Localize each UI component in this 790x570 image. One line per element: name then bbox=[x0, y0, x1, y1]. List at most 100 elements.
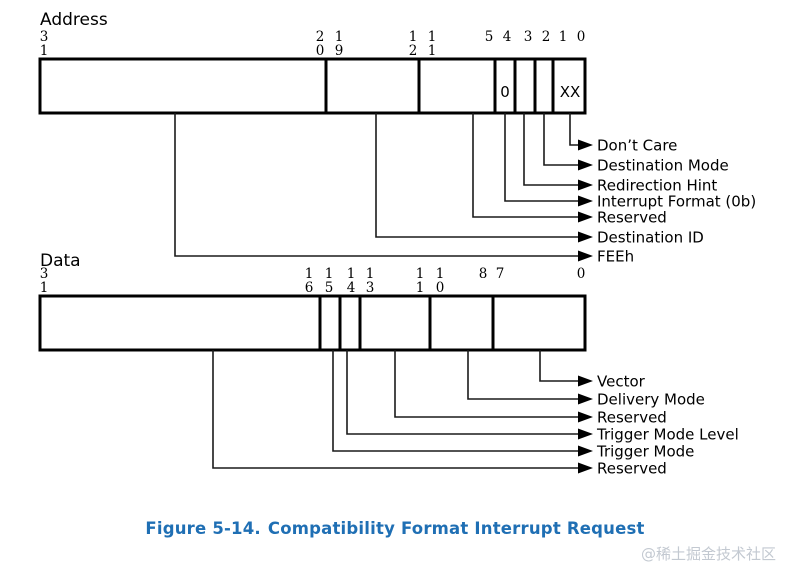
bit-digit: 3 bbox=[40, 29, 49, 45]
bit-digit: 1 bbox=[559, 29, 568, 45]
bit-number-bit-5: 5 bbox=[485, 29, 494, 45]
bit-digit: 1 bbox=[436, 266, 445, 282]
callout-destination-mode: Destination Mode bbox=[597, 157, 729, 175]
address-field-dividers bbox=[324, 59, 555, 113]
bit-digit: 4 bbox=[347, 280, 356, 296]
callout-destination-mode-arrow-icon bbox=[578, 159, 593, 171]
bit-digit: 4 bbox=[503, 29, 512, 45]
data-callout-arrows bbox=[578, 375, 593, 474]
callout-redirection-hint-leader bbox=[523, 113, 578, 186]
bit-number-bit-15: 15 bbox=[325, 266, 334, 296]
bit-number-bit-13: 13 bbox=[366, 266, 375, 296]
bit-number-bit-2: 2 bbox=[542, 29, 551, 45]
bit-number-bit-0: 0 bbox=[577, 266, 586, 282]
figure-caption: Figure 5-14.Compatibility Format Interru… bbox=[0, 519, 790, 538]
bit-digit: 3 bbox=[524, 29, 533, 45]
bit-number-bit-20: 20 bbox=[316, 29, 325, 59]
bit-digit: 3 bbox=[366, 280, 375, 296]
address-callout-arrows bbox=[578, 139, 593, 262]
bit-number-bit-31: 31 bbox=[40, 266, 49, 296]
bit-digit: 2 bbox=[316, 29, 325, 45]
bit-number-bit-1: 1 bbox=[559, 29, 568, 45]
bit-digit: 1 bbox=[366, 266, 375, 282]
callout-reserved-11-10: Reserved bbox=[597, 409, 667, 427]
address-section-title: Address bbox=[40, 10, 108, 30]
address-cell-values: 0 XX bbox=[500, 83, 580, 101]
bit-number-bit-0: 0 bbox=[577, 29, 586, 45]
callout-reserved-low: Reserved bbox=[597, 460, 667, 478]
callout-reserved-arrow-icon bbox=[578, 211, 593, 223]
bit-number-bit-12: 12 bbox=[409, 29, 418, 59]
bit-digit: 0 bbox=[316, 43, 325, 59]
data-field-dividers bbox=[318, 296, 495, 350]
callout-delivery-mode-arrow-icon bbox=[578, 393, 593, 405]
callout-vector-arrow-icon bbox=[578, 375, 593, 387]
callout-reserved-11-10-arrow-icon bbox=[578, 411, 593, 423]
callout-trigger-mode-arrow-icon bbox=[578, 445, 593, 457]
dont-care-cell: XX bbox=[560, 83, 581, 101]
bit-number-bit-10: 10 bbox=[436, 266, 445, 296]
callout-trigger-mode-level-leader bbox=[346, 350, 578, 435]
interrupt-format-cell: 0 bbox=[500, 83, 510, 101]
callout-dont-care-leader bbox=[569, 113, 578, 146]
callout-interrupt-format-leader bbox=[504, 113, 578, 202]
address-callout-leaders bbox=[174, 113, 578, 257]
callout-delivery-mode: Delivery Mode bbox=[597, 391, 705, 409]
callout-redirection-hint: Redirection Hint bbox=[597, 177, 717, 195]
callout-feeh-leader bbox=[174, 113, 578, 257]
bit-digit: 0 bbox=[577, 29, 586, 45]
bit-digit: 1 bbox=[347, 266, 356, 282]
callout-destination-id: Destination ID bbox=[597, 229, 704, 247]
callout-trigger-mode: Trigger Mode bbox=[596, 443, 694, 461]
bit-number-bit-8: 8 bbox=[479, 266, 488, 282]
bit-digit: 9 bbox=[335, 43, 344, 59]
callout-delivery-mode-leader bbox=[467, 350, 578, 400]
callout-dont-care-arrow-icon bbox=[578, 139, 593, 151]
bit-digit: 1 bbox=[416, 266, 425, 282]
bit-digit: 1 bbox=[428, 43, 437, 59]
data-callout-leaders bbox=[212, 350, 578, 469]
callout-destination-id-arrow-icon bbox=[578, 231, 593, 243]
callout-reserved-11-10-leader bbox=[394, 350, 578, 418]
callout-destination-mode-leader bbox=[543, 113, 578, 166]
bit-number-bit-11: 11 bbox=[416, 266, 425, 296]
callout-trigger-mode-leader bbox=[332, 350, 578, 452]
callout-feeh-arrow-icon bbox=[578, 250, 593, 262]
bit-digit: 0 bbox=[436, 280, 445, 296]
bit-digit: 1 bbox=[416, 280, 425, 296]
callout-interrupt-format: Interrupt Format (0b) bbox=[597, 193, 756, 211]
bit-digit: 7 bbox=[496, 266, 505, 282]
bit-number-bit-31: 31 bbox=[40, 29, 49, 59]
bit-digit: 3 bbox=[40, 266, 49, 282]
callout-trigger-mode-level: Trigger Mode Level bbox=[596, 426, 739, 444]
bit-digit: 2 bbox=[409, 43, 418, 59]
bit-number-bit-14: 14 bbox=[347, 266, 356, 296]
figure-caption-title: Compatibility Format Interrupt Request bbox=[267, 519, 645, 538]
callout-reserved-low-arrow-icon bbox=[578, 462, 593, 474]
callout-vector: Vector bbox=[597, 373, 646, 391]
bit-digit: 1 bbox=[409, 29, 418, 45]
bit-digit: 0 bbox=[577, 266, 586, 282]
bit-digit: 5 bbox=[485, 29, 494, 45]
callout-reserved: Reserved bbox=[597, 209, 667, 227]
bit-digit: 2 bbox=[542, 29, 551, 45]
bit-number-bit-16: 16 bbox=[305, 266, 314, 296]
callout-redirection-hint-arrow-icon bbox=[578, 179, 593, 191]
callout-interrupt-format-arrow-icon bbox=[578, 195, 593, 207]
bit-number-bit-4: 4 bbox=[503, 29, 512, 45]
bit-number-bit-7: 7 bbox=[496, 266, 505, 282]
bit-digit: 6 bbox=[305, 280, 314, 296]
bit-number-bit-11: 11 bbox=[428, 29, 437, 59]
callout-destination-id-leader bbox=[375, 113, 578, 238]
bit-digit: 1 bbox=[40, 43, 49, 59]
callout-feeh: FEEh bbox=[597, 248, 634, 266]
data-bar bbox=[38, 294, 587, 352]
callout-vector-leader bbox=[539, 350, 578, 382]
bit-digit: 1 bbox=[305, 266, 314, 282]
callout-trigger-mode-level-arrow-icon bbox=[578, 428, 593, 440]
